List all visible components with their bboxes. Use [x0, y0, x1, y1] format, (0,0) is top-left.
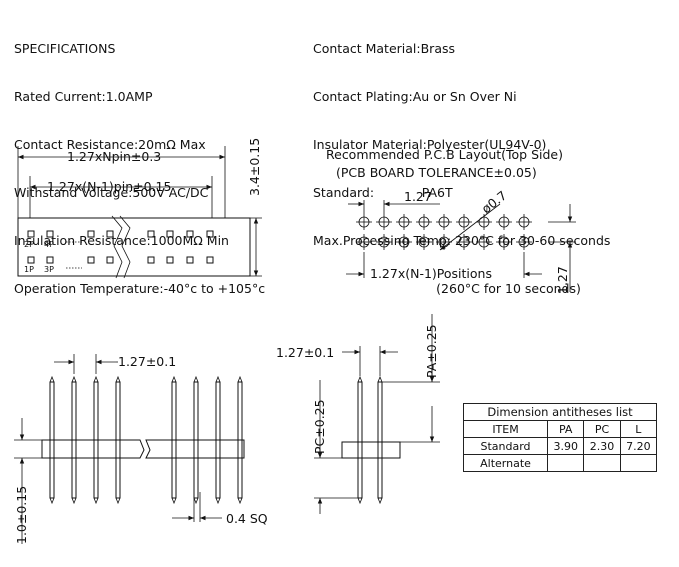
- column-header: ITEM: [462, 420, 549, 438]
- pin-tip: [171, 375, 177, 383]
- top-view-pins: [27, 230, 214, 264]
- spec-line: Insulator Material:Polyester(UL94V-0): [313, 137, 547, 152]
- table-cell: [547, 454, 585, 472]
- table-row: Standard 3.90 2.30 7.20: [462, 437, 658, 455]
- front-pin: [115, 381, 121, 499]
- pcb-tolerance: (PCB BOARD TOLERANCE±0.05): [336, 165, 537, 180]
- pin-label-2p: 2P: [24, 240, 34, 249]
- front-pin: [171, 381, 177, 499]
- column-header: L: [619, 420, 658, 438]
- pin-tip: [215, 497, 221, 505]
- pin-tip: [49, 375, 55, 383]
- pin-tip: [71, 375, 77, 383]
- pin-tip: [115, 497, 121, 505]
- pin-tip: [49, 497, 55, 505]
- pin-square: [147, 256, 155, 264]
- pin-square: [27, 230, 35, 238]
- front-pitch-label: 1.27±0.1: [118, 354, 176, 369]
- pin-square: [166, 230, 174, 238]
- pcb-pitch-label: 1.27: [404, 189, 432, 204]
- pin-tip: [193, 375, 199, 383]
- pcb-holes: [356, 214, 532, 250]
- pin-square: [166, 256, 174, 264]
- front-view-pins: [49, 375, 243, 505]
- pin-square: [206, 230, 214, 238]
- spec-line: (260°C for 10 seconds): [313, 281, 581, 296]
- table-row: Alternate: [462, 454, 658, 472]
- pin-tip: [215, 375, 221, 383]
- pin-label-3p: 3P: [44, 265, 54, 274]
- top-view: 1.27xNpin±0.3 1.27x(N-1)pin±0.15 3.4±0.1…: [17, 138, 262, 279]
- pcb-title: Recommended P.C.B Layout(Top Side): [326, 147, 563, 162]
- pin-square: [106, 256, 114, 264]
- dimension-table: Dimension antitheses list ITEM PA PC L S…: [462, 403, 658, 472]
- front-pin: [93, 381, 99, 499]
- pin-square: [87, 256, 95, 264]
- front-view: 1.27±0.1 1.0±0.15 0.4 SQ: [14, 354, 268, 544]
- spec-line: Contact Material:Brass: [313, 41, 455, 56]
- spec-line: Operation Temperature:-40°c to +105°c: [14, 281, 266, 296]
- front-body-label: 1.0±0.15: [14, 486, 29, 544]
- pin-tip: [237, 375, 243, 383]
- front-body-right: [145, 439, 245, 459]
- pin-tip: [237, 497, 243, 505]
- table-cell: Standard: [462, 437, 549, 455]
- pin-square: [186, 230, 194, 238]
- side-pin-right: [377, 381, 383, 499]
- pin-label-4p: 4P: [44, 240, 54, 249]
- pin-square: [46, 230, 54, 238]
- pin-tip: [193, 497, 199, 505]
- side-pin-left: [357, 381, 363, 499]
- dim-pitch-label: 1.27x(N-1)pin±0.15: [47, 179, 171, 194]
- dim-height-label: 3.4±0.15: [247, 138, 262, 196]
- pcb-layout: Recommended P.C.B Layout(Top Side) (PCB …: [326, 147, 576, 294]
- break-mark: [111, 215, 123, 279]
- front-pin: [49, 381, 55, 499]
- side-pitch-label: 1.27±0.1: [276, 345, 334, 360]
- header-body-outline: [17, 217, 251, 277]
- pin-label-1p: 1P: [24, 265, 34, 274]
- pin-tip: [171, 497, 177, 505]
- pin-square: [87, 230, 95, 238]
- front-pin-label: 0.4 SQ: [226, 511, 268, 526]
- dimension-table-title: Dimension antitheses list: [463, 403, 657, 421]
- pin-square: [186, 256, 194, 264]
- side-view: 1.27±0.1 PA±0.25 PC±0.25: [276, 314, 440, 514]
- front-pin: [193, 381, 199, 499]
- table-cell: [583, 454, 621, 472]
- column-header: PC: [583, 420, 621, 438]
- spec-line: Rated Current:1.0AMP: [14, 89, 153, 104]
- table-cell: [619, 454, 658, 472]
- spec-line: Standard: PA6T: [313, 185, 453, 200]
- table-cell: Alternate: [462, 454, 549, 472]
- spec-line: Contact Resistance:20mΩ Max: [14, 137, 206, 152]
- pcb-row-label: 1.27: [555, 266, 570, 294]
- front-pin: [237, 381, 243, 499]
- front-pin: [71, 381, 77, 499]
- side-body: [341, 441, 401, 459]
- side-pc-label: PC±0.25: [312, 399, 327, 454]
- pin-tip: [93, 497, 99, 505]
- pcb-positions-label: 1.27x(N-1)Positions: [370, 266, 492, 281]
- pin-tip: [71, 497, 77, 505]
- pin-square: [206, 256, 214, 264]
- pin-square: [147, 230, 155, 238]
- pin-square: [27, 256, 35, 264]
- pcb-hole-label: ø0.7: [479, 188, 510, 217]
- table-cell: 7.20: [619, 437, 658, 455]
- front-body-left: [41, 439, 145, 459]
- dim-total-label: 1.27xNpin±0.3: [67, 149, 161, 164]
- side-pa-label: PA±0.25: [424, 324, 439, 378]
- pin-square: [106, 230, 114, 238]
- pin-tip: [93, 375, 99, 383]
- front-pin: [215, 381, 221, 499]
- pin-tip: [115, 375, 121, 383]
- table-cell: 2.30: [583, 437, 621, 455]
- column-header: PA: [547, 420, 585, 438]
- specifications-heading: SPECIFICATIONS: [14, 41, 116, 56]
- pin-square: [46, 256, 54, 264]
- table-cell: 3.90: [547, 437, 585, 455]
- spec-line: Contact Plating:Au or Sn Over Ni: [313, 89, 517, 104]
